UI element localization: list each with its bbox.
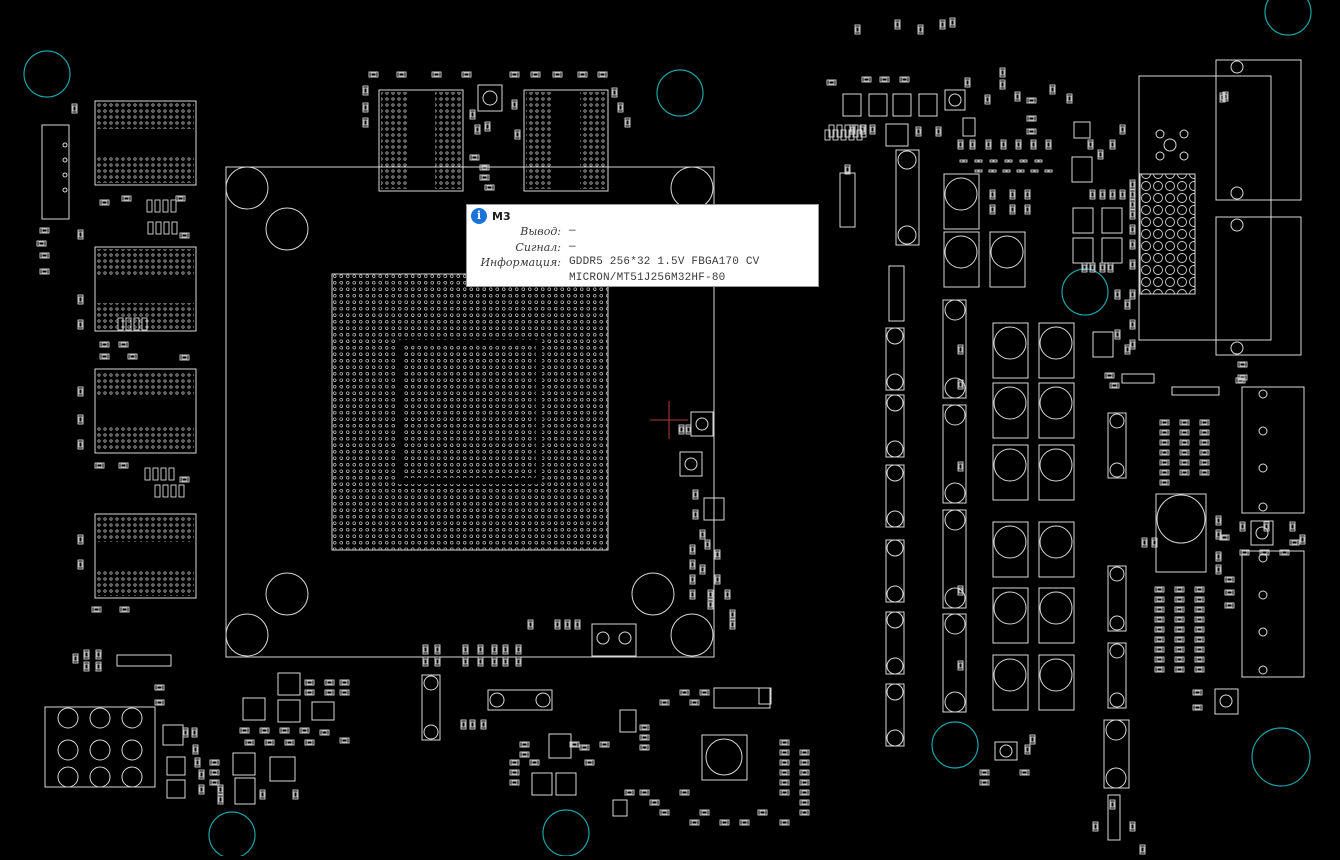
info-label-empty (475, 271, 569, 287)
info-label: Информация: (480, 256, 561, 269)
memory-chip-left-3 (94, 368, 197, 454)
memory-chip-left-4 (94, 513, 197, 599)
pin-label: Вывод: (520, 225, 561, 238)
tooltip-row-info-cont: MICRON/MT51J256M32HF-80 (475, 271, 759, 287)
signal-label: Сигнал: (515, 240, 561, 254)
info-value: GDDR5 256*32 1.5V FBGA170 CV (569, 256, 760, 268)
memory-chip-top-1 (378, 89, 464, 192)
tooltip-row-info: Информация: GDDR5 256*32 1.5V FBGA170 CV (475, 255, 759, 271)
pin-value: — (569, 225, 576, 237)
tooltip-details: Вывод: — Сигнал: — Информация: GDDR5 256… (475, 224, 759, 286)
tooltip-row-signal: Сигнал: — (475, 240, 759, 256)
signal-value: — (569, 240, 576, 253)
memory-chip-left-2 (94, 246, 197, 332)
memory-chip-left-1 (94, 100, 197, 186)
info-value-part-number: MICRON/MT51J256M32HF-80 (569, 271, 726, 284)
memory-chip-top-2-m3 (523, 89, 609, 192)
tooltip-header: i M3 (471, 208, 511, 224)
crosshair-cursor (650, 401, 688, 439)
gpu-package (225, 166, 715, 658)
tooltip-row-pin: Вывод: — (475, 224, 759, 240)
component-info-tooltip: i M3 Вывод: — Сигнал: — Информация: GDDR… (466, 204, 819, 287)
info-icon: i (471, 208, 487, 224)
tooltip-title: M3 (492, 209, 511, 223)
